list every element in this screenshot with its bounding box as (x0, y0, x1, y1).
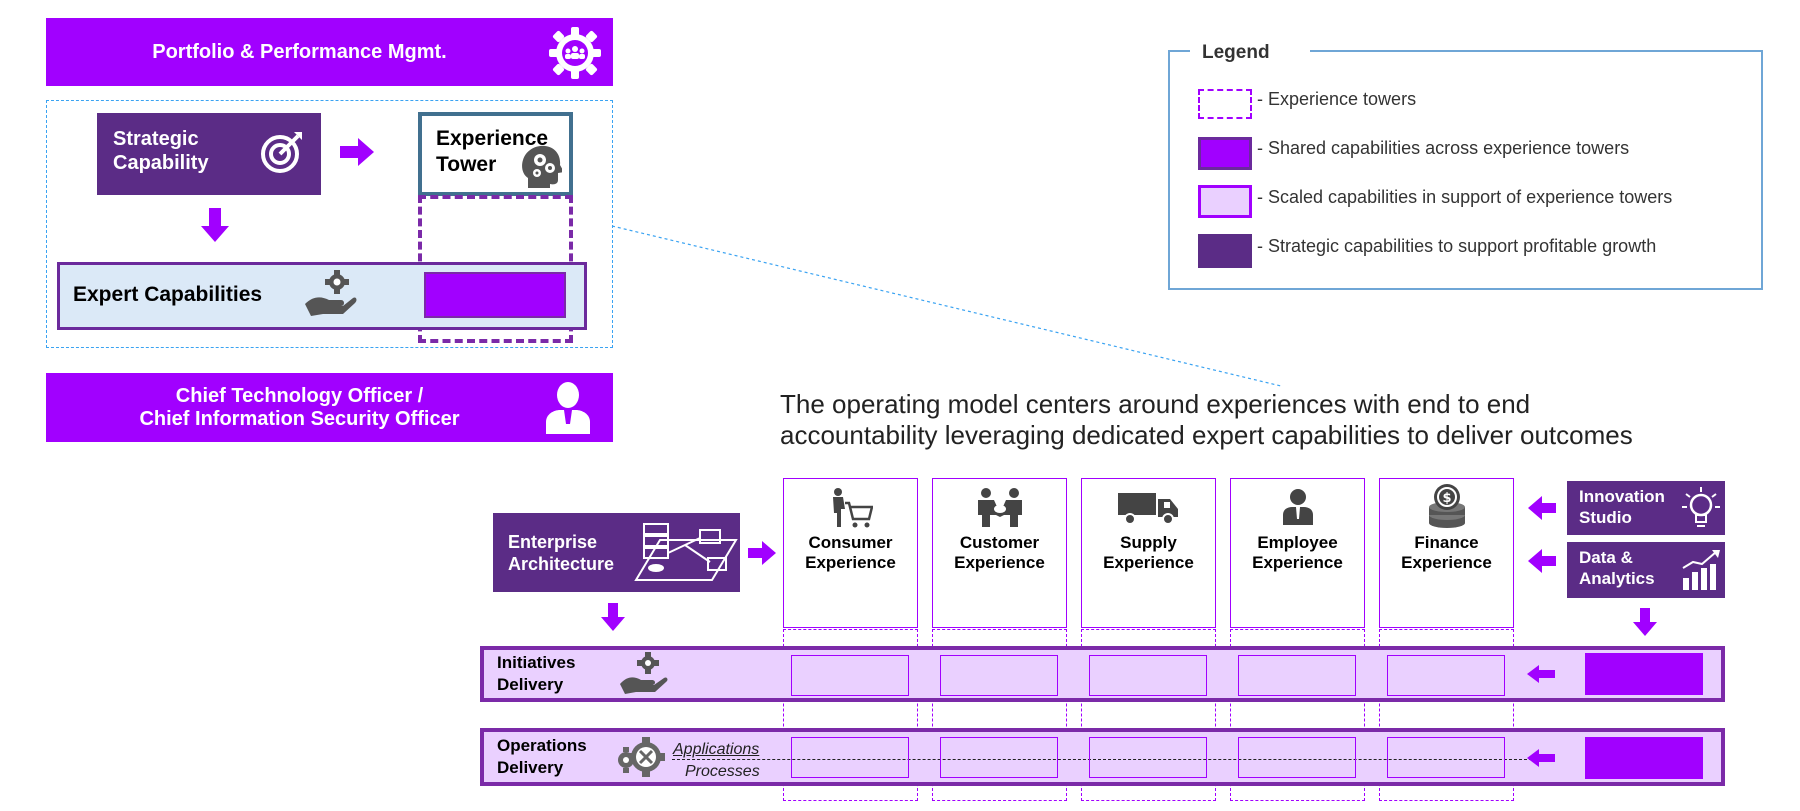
headline-line-1: The operating model centers around exper… (780, 389, 1531, 419)
arrow-left-innovation-icon (1528, 496, 1556, 520)
headline-line-2: accountability leveraging dedicated expe… (780, 420, 1633, 451)
operations-cell-employee (1238, 737, 1356, 778)
tower-name-supply: Supply Experience (1103, 533, 1194, 573)
lightbulb-icon (1680, 485, 1722, 531)
tower-column-supply (1081, 629, 1216, 801)
strategic-capability-label: Strategic Capability (113, 128, 209, 174)
ciso-label: Chief Information Security Officer (139, 407, 460, 430)
operations-delivery-label: Operations Delivery (497, 736, 587, 778)
data-analytics-label: Data & Analytics (1579, 548, 1655, 589)
expert-capabilities-label: Expert Capabilities (73, 283, 263, 306)
portfolio-performance-bar: Portfolio & Performance Mgmt. (46, 18, 613, 86)
shared-capability-block (424, 272, 566, 318)
shopper-cart-icon (829, 487, 873, 529)
applications-label: Applications (673, 741, 760, 758)
gears-tools-icon (616, 734, 668, 780)
tower-column-consumer (783, 629, 918, 801)
coin-stack-icon: $ (1426, 483, 1468, 529)
tower-name-customer: Customer Experience (954, 533, 1045, 573)
tower-column-finance (1379, 629, 1514, 801)
arrow-left-initiatives-icon (1527, 665, 1555, 683)
legend-swatch-experience-towers (1198, 89, 1252, 119)
governance-frame (46, 100, 613, 348)
truck-icon (1117, 489, 1180, 529)
tower-name-finance: Finance Experience (1401, 533, 1492, 573)
tower-card-finance: $ Finance Experience (1379, 478, 1514, 628)
data-analytics-box: Data & Analytics (1567, 542, 1725, 598)
arrow-left-operations-icon (1527, 749, 1555, 767)
operations-cell-finance (1387, 737, 1505, 778)
enterprise-architecture-label: Enterprise Architecture (508, 532, 615, 574)
gear-people-icon (546, 24, 604, 82)
arrow-down-from-data-icon (1633, 608, 1657, 636)
legend-item-scaled: - Scaled capabilities in support of expe… (1257, 187, 1673, 207)
tower-card-employee: Employee Experience (1230, 478, 1365, 628)
tower-column-customer (932, 629, 1067, 801)
hand-gear-icon (303, 270, 357, 318)
tower-column-employee (1230, 629, 1365, 801)
initiatives-cell-supply (1089, 655, 1207, 696)
headline: The operating model centers around exper… (780, 389, 1633, 451)
initiatives-delivery-label: Initiatives Delivery (497, 653, 576, 695)
cto-ciso-bar: Chief Technology Officer / Chief Informa… (46, 373, 613, 442)
operations-cell-consumer (791, 737, 909, 778)
ops-dashed-divider (672, 759, 1532, 760)
hand-gear-icon (618, 652, 670, 696)
enterprise-architecture-box: Enterprise Architecture (493, 513, 740, 592)
head-gears-icon (520, 144, 562, 190)
operations-shared-block (1585, 737, 1703, 779)
tower-card-customer: Customer Experience (932, 478, 1067, 628)
legend-title: Legend (1190, 42, 1310, 64)
arrow-left-data-icon (1528, 549, 1556, 573)
initiatives-cell-consumer (791, 655, 909, 696)
legend-swatch-strategic (1198, 234, 1252, 268)
legend-swatch-scaled (1198, 185, 1252, 218)
portfolio-performance-label: Portfolio & Performance Mgmt. (152, 40, 447, 63)
bar-chart-growth-icon (1680, 548, 1722, 592)
legend-item-strategic: - Strategic capabilities to support prof… (1257, 236, 1657, 256)
legend-box (1168, 50, 1763, 290)
experience-tower-label: Experience Tower (436, 127, 549, 177)
officer-person-icon (546, 380, 590, 436)
initiatives-shared-block (1585, 653, 1703, 695)
operations-cell-supply (1089, 737, 1207, 778)
initiatives-cell-customer (940, 655, 1058, 696)
innovation-studio-label: Innovation Studio (1579, 487, 1665, 528)
tower-name-consumer: Consumer Experience (805, 533, 896, 573)
initiatives-cell-finance (1387, 655, 1505, 696)
network-servers-icon (630, 520, 738, 586)
initiatives-cell-employee (1238, 655, 1356, 696)
svg-text:$: $ (1442, 491, 1451, 506)
arrow-right-to-towers-icon (748, 541, 776, 565)
target-icon (258, 128, 306, 176)
strategic-capability-box: Strategic Capability (97, 113, 321, 195)
legend-swatch-shared (1198, 137, 1252, 170)
arrow-down-icon (201, 208, 229, 242)
legend-item-shared: - Shared capabilities across experience … (1257, 138, 1630, 158)
cto-label: Chief Technology Officer / (175, 384, 424, 407)
tower-name-employee: Employee Experience (1252, 533, 1343, 573)
processes-label: Processes (685, 763, 760, 780)
employee-person-icon (1282, 487, 1314, 529)
arrow-right-icon (340, 138, 374, 166)
tower-card-consumer: Consumer Experience (783, 478, 918, 628)
handshake-people-icon (974, 487, 1026, 529)
tower-card-supply: Supply Experience (1081, 478, 1216, 628)
experience-tower-box: Experience Tower (418, 112, 573, 196)
operations-cell-customer (940, 737, 1058, 778)
arrow-down-to-delivery-icon (601, 603, 625, 631)
legend-item-experience-towers: - Experience towers (1257, 89, 1417, 109)
